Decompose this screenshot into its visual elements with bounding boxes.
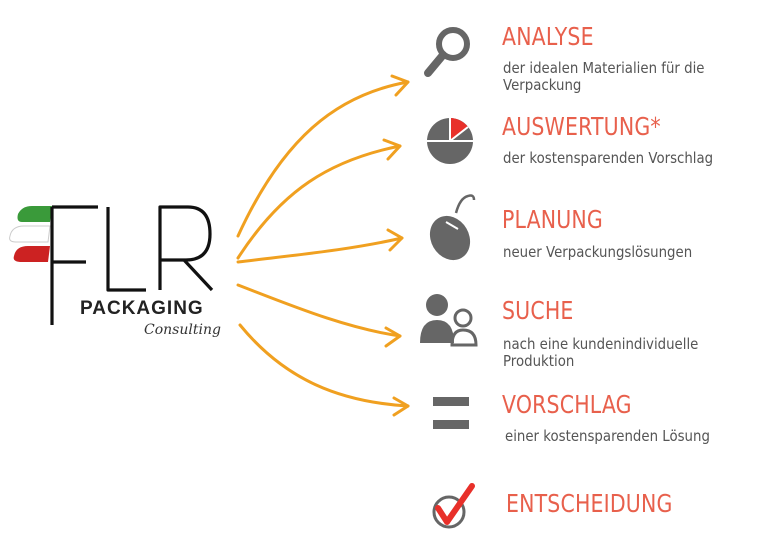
step-description: neuer Verpackungslösungen: [503, 243, 693, 261]
people-icon: [420, 294, 478, 347]
step-title: ENTSCHEIDUNG: [506, 489, 673, 518]
magnifier-icon: [424, 27, 470, 77]
flr-logo: [9, 205, 214, 325]
equals-icon: [433, 397, 469, 429]
arrow-vorschlag: [238, 323, 410, 408]
step-title: VORSCHLAG: [502, 390, 632, 419]
arrows: [236, 74, 410, 417]
step-description: einer kostensparenden Lösung: [505, 427, 710, 445]
logo-color-stripes: [9, 206, 52, 262]
arrow-suche: [236, 283, 402, 338]
arrow-planung: [236, 236, 404, 264]
step-description: der kostensparenden Vorschlag: [503, 149, 714, 167]
arrow-analyse: [236, 80, 410, 238]
pie-chart-icon: [427, 118, 473, 164]
logo-consulting-text: Consulting: [144, 322, 221, 338]
computer-mouse-icon: [429, 194, 476, 261]
step-title: AUSWERTUNG*: [502, 112, 661, 141]
checkmark-icon: [432, 483, 475, 529]
step-description: nach eine kundenindividuelle Produktion: [503, 335, 699, 370]
step-description: der idealen Materialien für die Verpacku…: [503, 59, 705, 94]
logo-letters-flr: [50, 205, 214, 325]
step-title: PLANUNG: [502, 205, 603, 234]
step-title: SUCHE: [502, 296, 574, 325]
step-title: ANALYSE: [502, 22, 594, 51]
logo-packaging-text: PACKAGING: [80, 298, 204, 319]
arrow-auswertung: [236, 144, 402, 260]
